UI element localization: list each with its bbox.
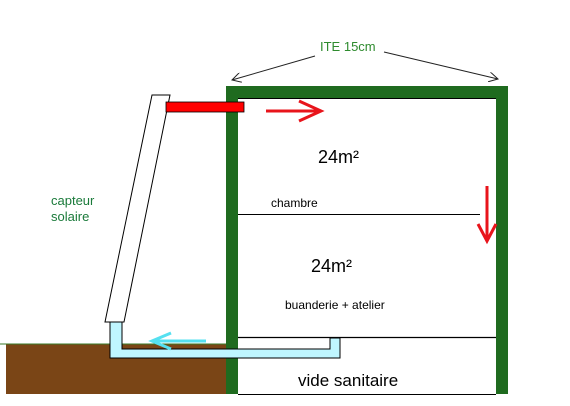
collector-label-line1: capteur: [51, 193, 95, 208]
insulation-label: ITE 15cm: [320, 39, 376, 54]
upper-area-label: 24m²: [318, 147, 359, 167]
lower-area-label: 24m²: [311, 256, 352, 276]
hot-air-arrow-right-icon: [266, 99, 325, 123]
left-wall: [226, 86, 238, 394]
crawlspace-label: vide sanitaire: [298, 371, 398, 390]
ite-pointer-left: [232, 55, 316, 80]
cold-air-arrow-left-icon: [148, 331, 206, 351]
hot-supply-duct: [165, 101, 245, 113]
hot-air-arrow-down-icon: [476, 186, 498, 245]
ite-pointer-right: [383, 51, 498, 79]
collector-label-line2: solaire: [51, 209, 89, 224]
right-wall: [496, 86, 508, 394]
cold-return-duct: [109, 320, 341, 359]
roof-insulation: [226, 86, 508, 98]
lower-room-label: buanderie + atelier: [285, 298, 385, 312]
solar-collector-panel: [104, 94, 171, 323]
upper-room-label: chambre: [271, 196, 318, 210]
